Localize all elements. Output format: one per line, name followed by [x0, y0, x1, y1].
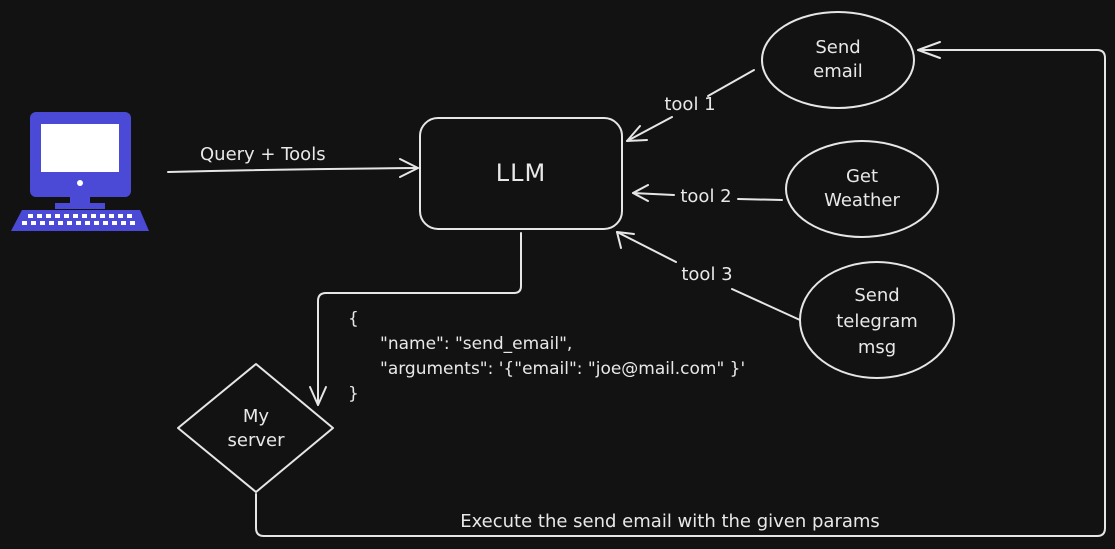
- server-label-line2: server: [228, 430, 286, 451]
- execute-arrow: [255, 41, 1106, 537]
- tool3-label: tool 3: [681, 264, 732, 285]
- send-email-label-line1: Send: [815, 37, 860, 58]
- execute-label: Execute the send email with the given pa…: [460, 511, 880, 532]
- tool2-arrow: [632, 184, 783, 202]
- computer-icon: [11, 112, 149, 231]
- tool-call-open-brace: {: [348, 309, 359, 329]
- llm-label: LLM: [496, 159, 546, 187]
- send-telegram-label-line1: Send: [854, 285, 899, 306]
- get-weather-label-line2: Weather: [824, 190, 900, 211]
- tool1-arrow: [626, 69, 755, 142]
- tool-call-name: "name": "send_email",: [380, 334, 572, 354]
- llm-to-server-arrow: [309, 232, 522, 406]
- get-weather-label-line1: Get: [846, 166, 878, 187]
- send-email-label-line2: email: [813, 61, 863, 82]
- tool3-arrow: [616, 231, 801, 321]
- tool-call-close-brace: }: [348, 384, 359, 404]
- server-label-line1: My: [243, 406, 270, 427]
- get-weather-node: [785, 140, 939, 238]
- tool1-label: tool 1: [664, 94, 715, 115]
- send-telegram-label-line3: msg: [858, 337, 896, 358]
- query-arrow: [167, 158, 419, 178]
- server-node: [177, 363, 334, 493]
- query-label: Query + Tools: [200, 144, 326, 165]
- tool2-label: tool 2: [680, 186, 731, 207]
- send-telegram-label-line2: telegram: [836, 311, 918, 332]
- tool-call-arguments: "arguments": '{"email": "joe@mail.com" }…: [380, 359, 745, 379]
- llm-node: [419, 117, 623, 230]
- send-email-node: [761, 11, 915, 109]
